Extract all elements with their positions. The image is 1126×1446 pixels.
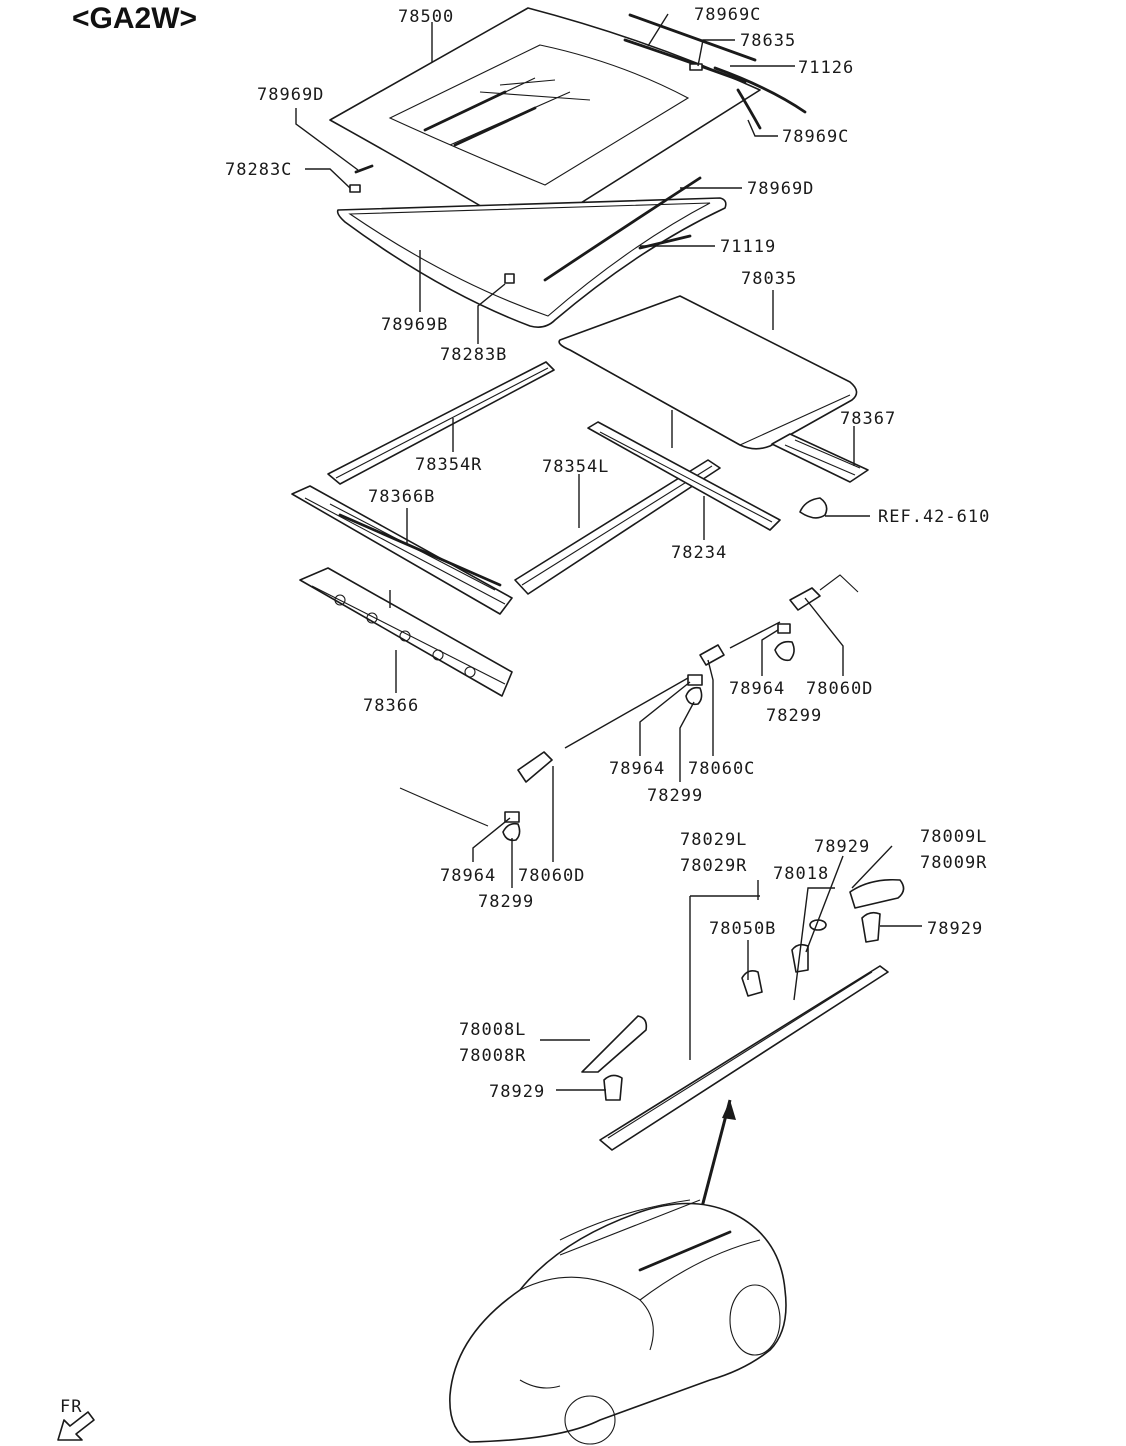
label-78969c-top: 78969C [694,5,761,25]
glass-clips-left [349,164,374,193]
label-78299-a: 78299 [766,706,822,726]
label-78969b: 78969B [381,315,448,335]
label-78929-top: 78929 [814,837,870,857]
label-78366b: 78366B [368,487,435,507]
sunroof-glass-panel [329,7,761,236]
label-78283b: 78283B [440,345,507,365]
roof-bow-78234 [587,421,781,531]
label-78964-c: 78964 [440,866,496,886]
label-78367: 78367 [840,409,896,429]
part-number-labels: 78500 78969C 78635 71126 78969C 78969D 7… [60,5,990,1417]
label-78354r: 78354R [415,455,482,475]
front-header-78366b [291,485,513,615]
roof-rail-78354r [327,361,555,485]
label-78969d-left: 78969D [257,85,324,105]
label-78299-c: 78299 [478,892,534,912]
diagram-title: <GA2W> [72,2,198,35]
label-78299-b: 78299 [647,786,703,806]
label-78009l: 78009L [920,827,987,847]
label-78929-left: 78929 [489,1082,545,1102]
label-78008l: 78008L [459,1020,526,1040]
leader-lines [295,13,922,1091]
clip-dash-lines [564,621,781,749]
label-fr: FR [60,1397,82,1417]
label-78500: 78500 [398,7,454,27]
label-78366: 78366 [363,696,419,716]
label-78060d-a: 78060D [806,679,873,699]
label-78060d-c: 78060D [518,866,585,886]
sunroof-frame-seal [336,176,727,328]
label-78050b: 78050B [709,919,776,939]
label-78929-right: 78929 [927,919,983,939]
label-78029l: 78029L [680,830,747,850]
label-78964-b: 78964 [609,759,665,779]
label-78969d-right: 78969D [747,179,814,199]
label-78008r: 78008R [459,1046,526,1066]
roof-side-rail-78029 [581,878,905,1151]
clip-assembly-upper-right [774,574,859,662]
label-78018: 78018 [773,864,829,884]
label-78029r: 78029R [680,856,747,876]
label-78060c: 78060C [688,759,755,779]
label-78635: 78635 [740,31,796,51]
clip-assembly-middle [685,644,725,706]
fr-direction-arrow [57,1411,95,1441]
bracket-78367 [771,433,869,519]
label-78035: 78035 [741,269,797,289]
roof-headliner-panel [558,295,858,450]
label-78234: 78234 [671,543,727,563]
label-ref-42-610: REF.42-610 [878,507,990,527]
label-78354l: 78354L [542,457,609,477]
label-78283c: 78283C [225,160,292,180]
clip-assembly-lower-left [399,751,553,842]
vehicle-outline [449,1199,787,1445]
front-header-78366 [299,567,513,697]
weatherstrip-78969c [623,13,807,130]
label-71126: 71126 [798,58,854,78]
label-78009r: 78009R [920,853,987,873]
label-78969c-bottom: 78969C [782,127,849,147]
label-71119: 71119 [720,237,776,257]
label-78964-a: 78964 [729,679,785,699]
roof-rail-78354l [514,459,721,595]
vehicle-pointer-arrowhead [722,1100,736,1120]
